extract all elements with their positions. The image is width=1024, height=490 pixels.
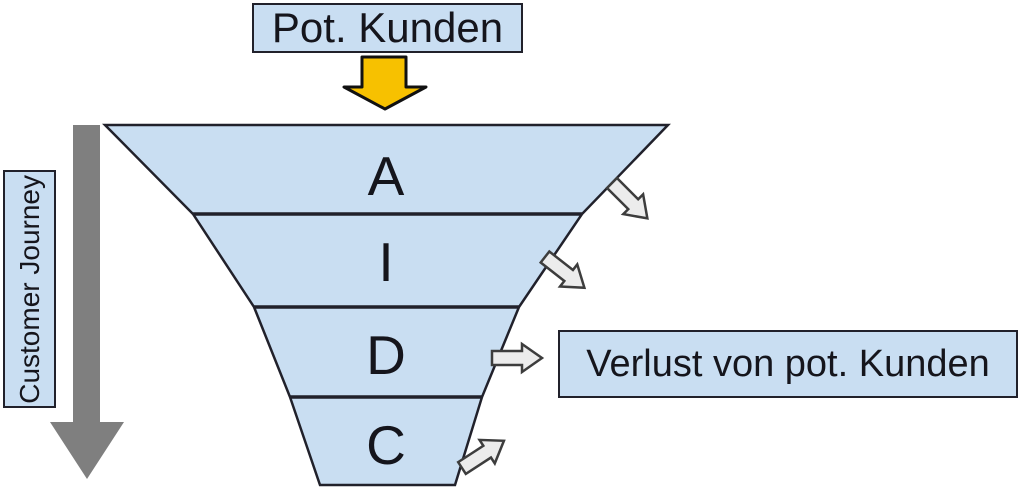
funnel-stage-c-label: C bbox=[366, 414, 406, 476]
loss-box: Verlust von pot. Kunden bbox=[558, 330, 1018, 398]
loss-arrow-stage-c-icon bbox=[456, 438, 506, 476]
funnel-stage-d-label: D bbox=[366, 324, 406, 386]
pot-kunden-box: Pot. Kunden bbox=[252, 3, 523, 53]
loss-arrow-stage-i-icon bbox=[538, 249, 587, 290]
loss-label: Verlust von pot. Kunden bbox=[586, 343, 990, 385]
funnel-stage-a-label: A bbox=[367, 145, 405, 207]
customer-journey-box: Customer Journey bbox=[3, 170, 56, 408]
journey-down-arrow-icon bbox=[50, 125, 124, 479]
customer-journey-label: Customer Journey bbox=[13, 174, 45, 404]
pot-kunden-label: Pot. Kunden bbox=[271, 4, 504, 51]
loss-arrow-stage-d-icon bbox=[490, 341, 545, 375]
funnel-stage-i-label: I bbox=[378, 231, 394, 293]
loss-arrow-stage-a-icon bbox=[605, 176, 649, 220]
inflow-down-arrow-icon bbox=[342, 55, 428, 111]
